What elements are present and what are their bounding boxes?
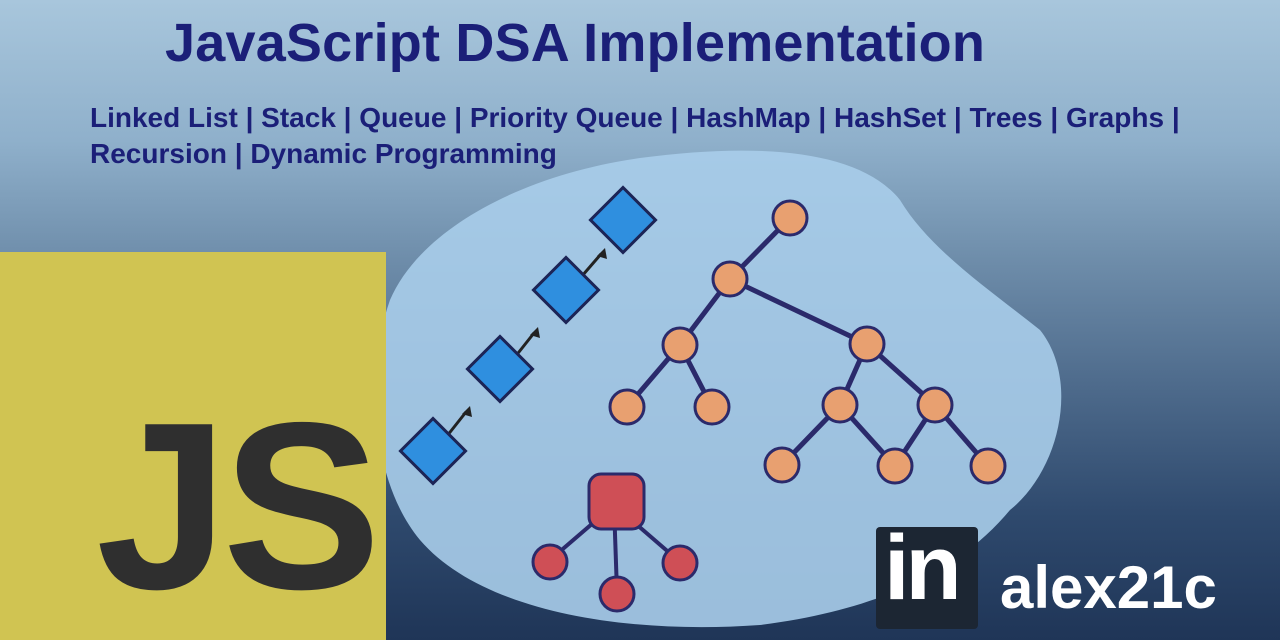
hierarchy-diagram [531, 472, 699, 613]
tree-node [916, 386, 954, 424]
js-logo [0, 252, 386, 640]
tree-node [608, 388, 646, 426]
list-arrow [580, 248, 607, 277]
hierarchy-child-node [661, 544, 699, 582]
linkedin-icon [876, 527, 978, 629]
banner-title: JavaScript DSA Implementation [165, 13, 986, 73]
tree-node [876, 447, 914, 485]
tree-node [693, 388, 731, 426]
tree-node [848, 325, 886, 363]
blob-background [375, 150, 1062, 628]
tree-node [821, 386, 859, 424]
linked-list-diagram [398, 185, 658, 486]
hierarchy-child-node [598, 575, 636, 613]
tree-nodes [608, 199, 1007, 485]
topics-line-1: Linked List | Stack | Queue | Priority Q… [90, 102, 1180, 133]
hierarchy-root-node [587, 472, 646, 531]
tree-node [969, 447, 1007, 485]
list-arrow [445, 406, 472, 437]
topics-line-2: Recursion | Dynamic Programming [90, 138, 557, 169]
hierarchy-child-node [531, 543, 569, 581]
list-node [531, 255, 601, 325]
linkedin-icon-text: in [884, 517, 962, 619]
js-logo-text: JS [96, 374, 381, 639]
topics-list: Linked List | Stack | Queue | Priority Q… [90, 100, 1270, 172]
list-node [398, 416, 468, 486]
list-node [465, 334, 535, 404]
tree-node [763, 446, 801, 484]
list-node [588, 185, 658, 255]
tree-node [711, 260, 749, 298]
tree-node [661, 326, 699, 364]
tree-node [771, 199, 809, 237]
profile-username: alex21c [1000, 554, 1217, 621]
